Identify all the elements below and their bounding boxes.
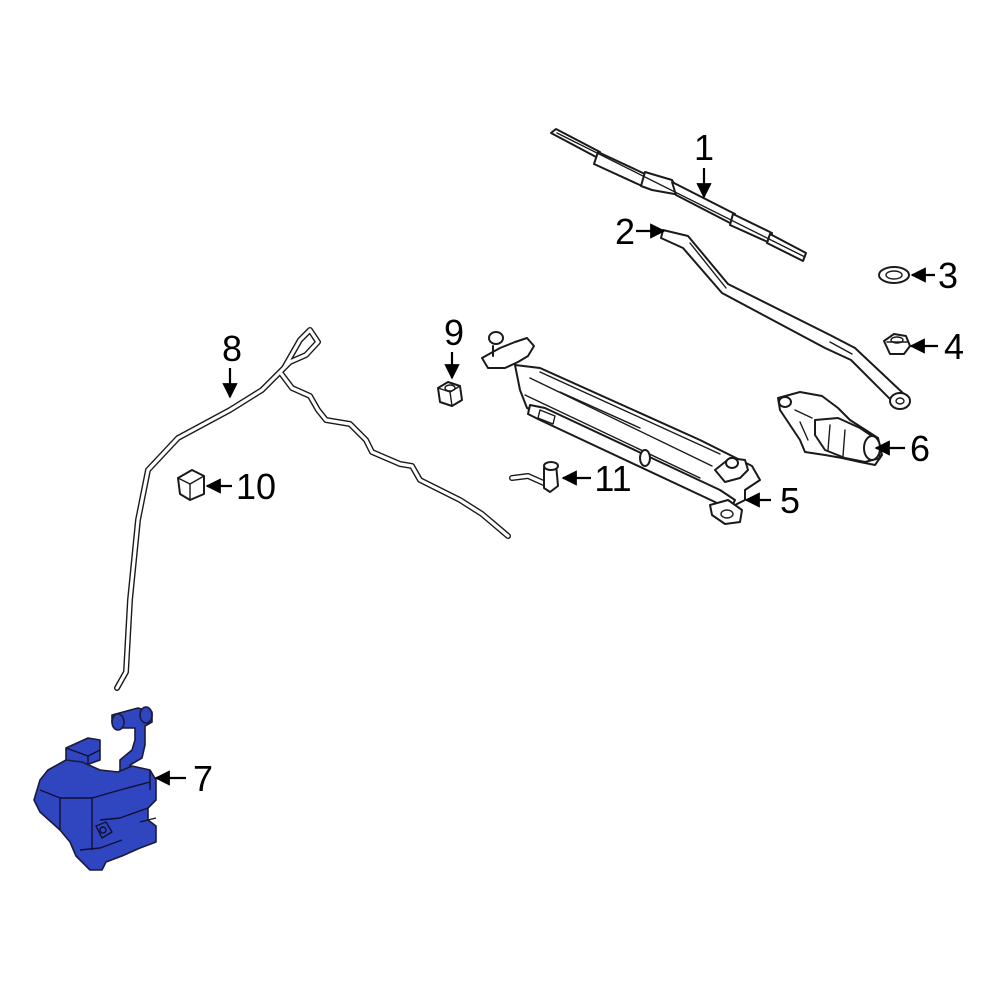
callout-3[interactable]: 3 (938, 255, 958, 296)
part-5-wiper-linkage[interactable] (481, 331, 761, 525)
part-3-washer[interactable] (878, 266, 910, 284)
part-1-wiper-blade[interactable] (550, 128, 807, 262)
callout-1[interactable]: 1 (694, 127, 714, 168)
callout-labels: 1 2 3 4 5 6 7 8 9 10 11 (193, 127, 964, 799)
callout-leaders (154, 168, 938, 786)
part-6-wiper-motor[interactable] (777, 391, 883, 466)
callout-7[interactable]: 7 (193, 758, 213, 799)
callout-10[interactable]: 10 (236, 466, 276, 507)
part-7-washer-reservoir[interactable] (33, 706, 157, 871)
part-9-nut[interactable] (437, 381, 463, 407)
callout-2[interactable]: 2 (615, 211, 635, 252)
callout-6[interactable]: 6 (910, 428, 930, 469)
part-8-washer-hose[interactable] (114, 327, 511, 691)
callout-4[interactable]: 4 (944, 326, 964, 367)
part-11-connector[interactable] (509, 461, 559, 493)
part-4-nut[interactable] (883, 333, 911, 355)
callout-5[interactable]: 5 (780, 480, 800, 521)
part-10-clip[interactable] (177, 469, 205, 501)
part-2-wiper-arm[interactable] (660, 229, 911, 410)
callout-8[interactable]: 8 (222, 328, 242, 369)
callout-11[interactable]: 11 (594, 458, 631, 499)
callout-9[interactable]: 9 (444, 312, 464, 353)
reservoir-body (33, 759, 157, 871)
